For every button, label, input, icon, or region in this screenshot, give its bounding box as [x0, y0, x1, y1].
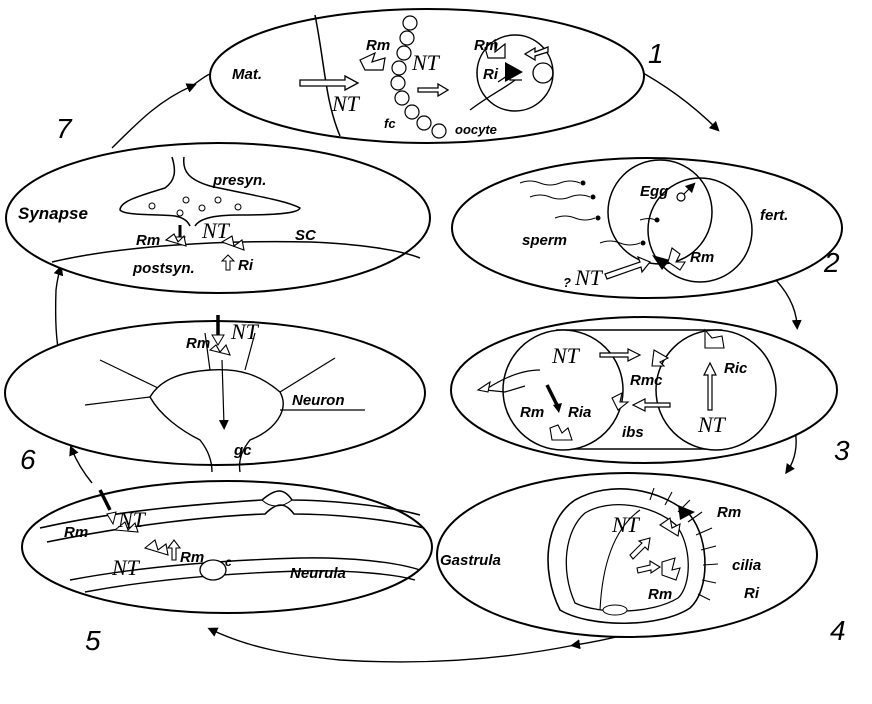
s3-ibs-label: ibs: [622, 424, 644, 441]
s2-egg-label: Egg: [640, 183, 668, 200]
s1-rm-label-b: Rm: [474, 37, 498, 54]
s5-neurula-label: Neurula: [290, 565, 346, 582]
stage-number-1: 1: [648, 38, 664, 69]
s2-rm-label: Rm: [690, 249, 714, 266]
s4-nt-label: NT: [611, 512, 641, 537]
s3-rm-label: Rm: [520, 404, 544, 421]
stage-3-cleavage: NT Rm Ria Rmc Ric NT ibs 3: [450, 316, 850, 466]
s7-postsyn-label: postsyn.: [132, 260, 195, 277]
s4-rm-label-a: Rm: [717, 504, 741, 521]
s4-cilia-label: cilia: [732, 557, 761, 574]
s1-fc-label: fc: [384, 116, 396, 131]
s1-oocyte-label: oocyte: [455, 122, 497, 137]
s7-sc-label: SC: [295, 227, 317, 244]
s5-rm-label-a: Rm: [64, 524, 88, 541]
gastrula-cilia: [649, 487, 719, 601]
s5-nt-label-a: NT: [117, 507, 147, 532]
s4-gastrula-label: Gastrula: [440, 552, 501, 569]
s2-fert-label: fert.: [760, 207, 788, 224]
s1-nt-label-a: NT: [411, 50, 441, 75]
s3-nt-label-b: NT: [697, 412, 727, 437]
stage-2-fertilization: Egg fert. sperm ? NT Rm 2: [451, 157, 843, 299]
stage-number-5: 5: [85, 625, 101, 656]
sperm-cells: [519, 180, 660, 246]
stage-1-maturation: Mat. Rm NT Rm Ri NT fc oocyte 1: [209, 8, 664, 144]
s6-rm-label: Rm: [186, 335, 210, 352]
s1-mat-label: Mat.: [232, 66, 262, 83]
s3-nt-label-a: NT: [551, 343, 581, 368]
synaptic-vesicles: [148, 196, 242, 217]
s6-neuron-label: Neuron: [292, 392, 345, 409]
stage-number-2: 2: [823, 247, 840, 278]
s4-rm-label-b: Rm: [648, 586, 672, 603]
stage-number-6: 6: [20, 444, 36, 475]
s3-rmc-label: Rmc: [630, 372, 663, 389]
s7-ri-label: Ri: [238, 257, 254, 274]
s2-nt-label: NT: [574, 265, 604, 290]
s5-nt-label-b: NT: [111, 555, 141, 580]
s2-question-label: ?: [563, 275, 571, 290]
s6-nt-label: NT: [230, 319, 260, 344]
s4-ri-label: Ri: [744, 585, 760, 602]
s6-gc-label: gc: [233, 442, 252, 459]
s5-rm-label-b: Rm: [180, 549, 204, 566]
stage-7-synapse: Synapse presyn. Rm NT SC postsyn. Ri 7: [5, 113, 431, 294]
follicle-cells: [390, 15, 447, 139]
s5-c-label: c: [225, 555, 232, 569]
s7-nt-label: NT: [201, 218, 231, 243]
s7-synapse-label: Synapse: [18, 204, 88, 223]
stage-number-4: 4: [830, 615, 846, 646]
s1-ri-label: Ri: [483, 66, 499, 83]
stage-5-neurula: NT Rm Rm NT c Neurula 5: [21, 480, 433, 656]
s3-ria-label: Ria: [568, 404, 591, 421]
stage-number-3: 3: [834, 435, 850, 466]
s1-nt-label-b: NT: [331, 91, 361, 116]
stage-6-neuron: Rm NT Neuron gc 6: [4, 315, 426, 475]
s2-sperm-label: sperm: [522, 232, 567, 249]
s7-rm-label: Rm: [136, 232, 160, 249]
stage-4-gastrula: Gastrula NT Rm cilia Rm Ri 4: [436, 472, 846, 646]
s3-ric-label: Ric: [724, 360, 748, 377]
s7-presyn-label: presyn.: [212, 172, 266, 189]
s1-rm-label-a: Rm: [366, 37, 390, 54]
stage-number-7: 7: [56, 113, 73, 144]
